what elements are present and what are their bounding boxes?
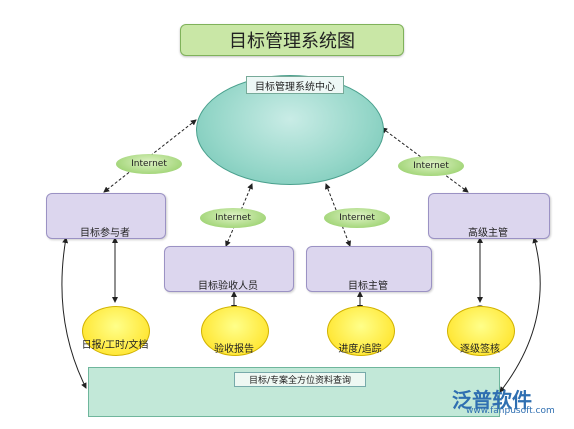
senior-box [428,193,550,239]
participants-label: 目标参与者 [80,228,130,239]
progress-function-node [327,306,395,356]
report-function-node [201,306,269,356]
acceptance-box [164,246,294,292]
progress-function-label: 进度/追踪 [338,344,382,355]
internet-cloud-left: Internet [116,154,182,174]
internet-cloud-mid-right: Internet [324,208,390,228]
brand-url: www.fanpusoft.com [466,406,555,416]
supervisor-box [306,246,432,292]
signoff-function-node [447,306,515,356]
link-center-right [381,127,469,193]
brand-name: 泛普软件 [452,388,532,412]
senior-label: 高级主管 [468,228,508,239]
page-title: 目标管理系统图 [180,24,404,56]
query-platform-label: 目标/专案全方位资料查询 [234,372,366,387]
center-label: 目标管理系统中心 [246,76,344,94]
supervisor-label: 目标主管 [348,281,388,292]
daily-function-label: 日报/工时/文档 [81,340,149,351]
link-left-bottom [61,237,87,389]
signoff-function-label: 逐级签核 [460,344,500,355]
daily-function-node [82,306,150,356]
acceptance-label: 目标验收人员 [198,281,258,292]
internet-cloud-right: Internet [398,156,464,176]
link-center-supervisor [325,183,351,247]
participants-box [46,193,166,239]
link-center-acceptance [225,183,253,247]
link-center-left [103,119,197,193]
report-function-label: 验收报告 [214,344,254,355]
internet-cloud-mid-left: Internet [200,208,266,228]
link-right-bottom [499,237,541,393]
